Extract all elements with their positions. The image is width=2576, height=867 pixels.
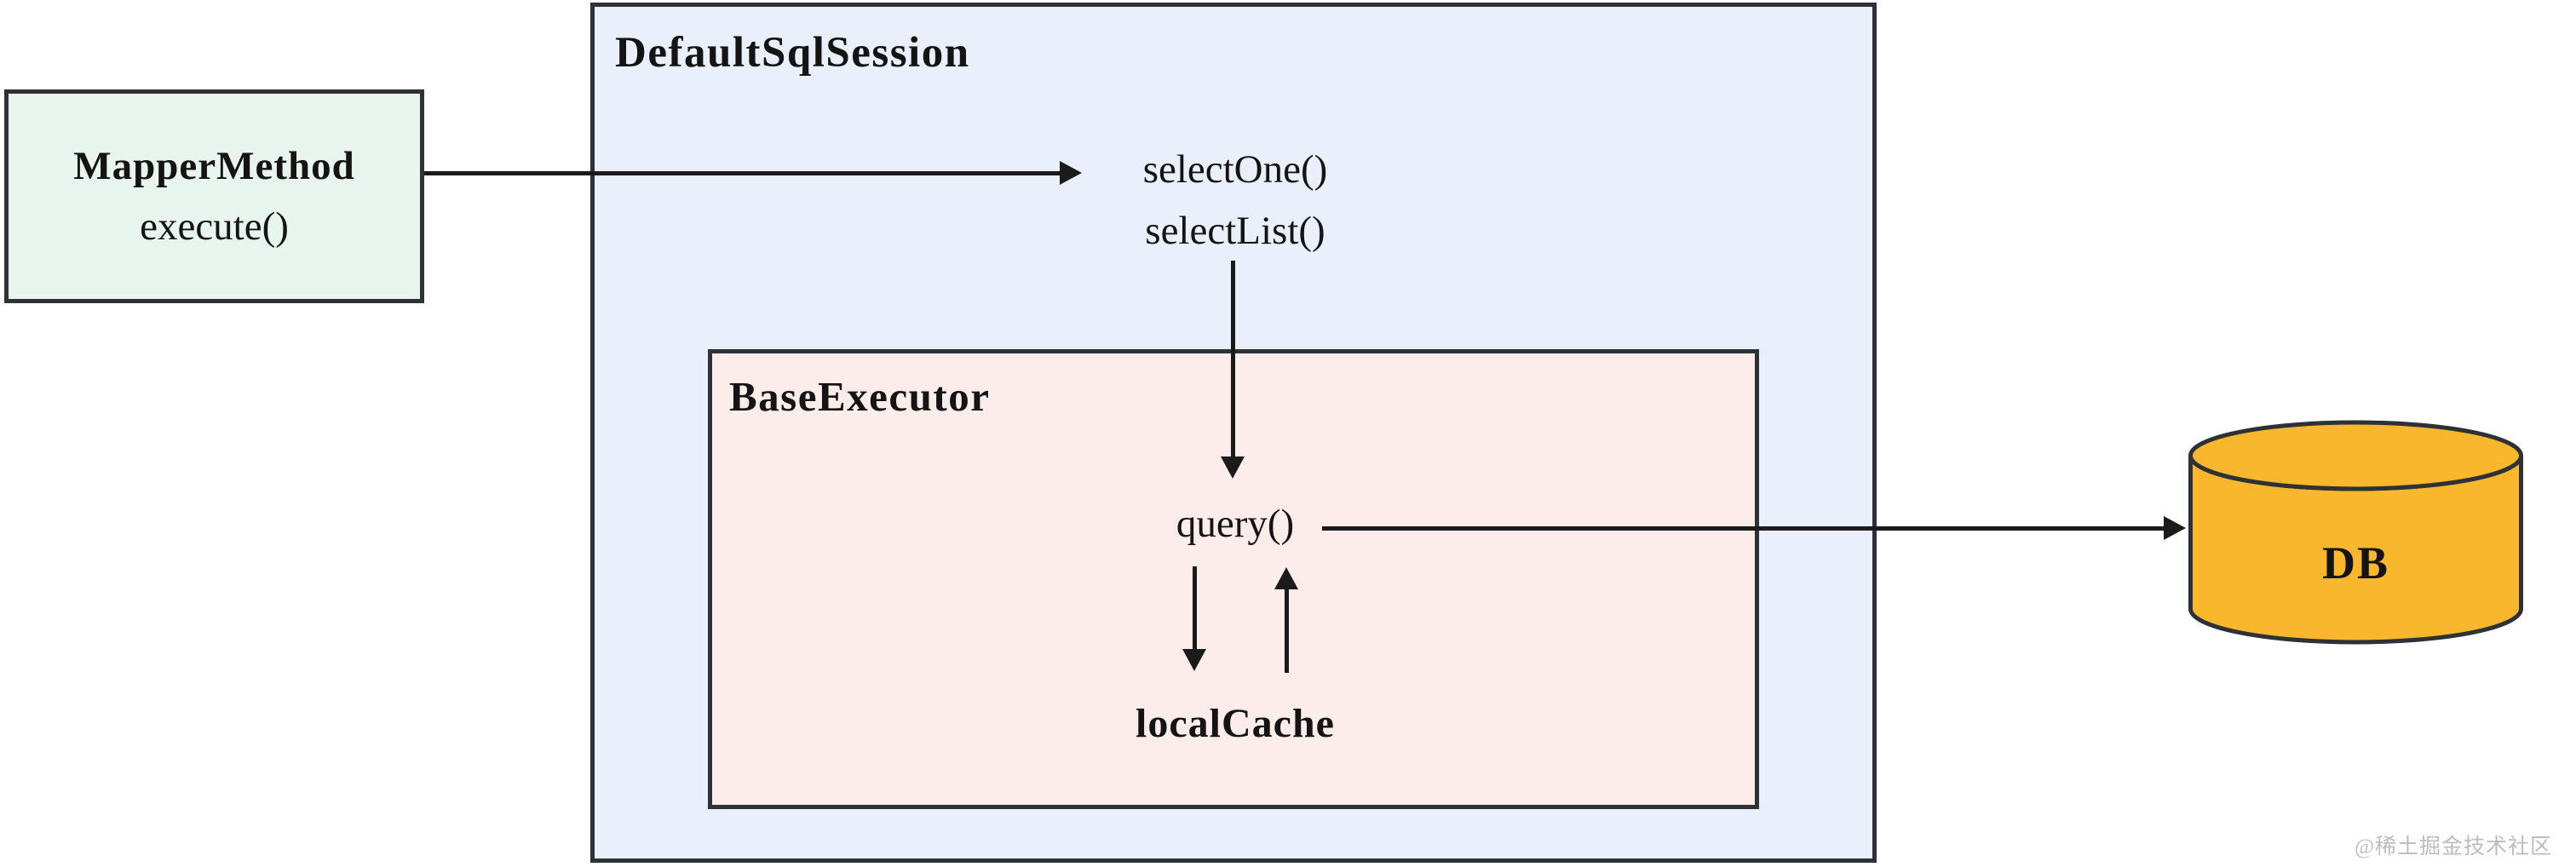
- base-executor-title: BaseExecutor: [729, 373, 991, 420]
- default-sql-session-title: DefaultSqlSession: [615, 29, 970, 77]
- arrow-line: [1322, 526, 2165, 531]
- database-cylinder-icon: [2188, 420, 2523, 645]
- arrow-line: [1193, 566, 1197, 652]
- arrow-line: [424, 171, 1061, 175]
- arrowhead-right-icon: [2164, 516, 2186, 540]
- mapper-method-title: MapperMethod: [73, 144, 355, 188]
- mapper-method-box: MapperMethod execute(): [4, 89, 424, 303]
- arrowhead-down-icon: [1182, 649, 1206, 671]
- arrowhead-up-icon: [1274, 567, 1298, 589]
- local-cache-label: localCache: [1136, 701, 1335, 746]
- arrowhead-right-icon: [1060, 161, 1082, 185]
- arrowhead-down-icon: [1221, 456, 1245, 479]
- mapper-execute-label: execute(): [140, 204, 289, 249]
- select-methods-label: selectOne() selectList(): [1099, 139, 1371, 261]
- watermark: @稀土掘金技术社区: [2354, 835, 2552, 858]
- select-one-label: selectOne(): [1142, 147, 1328, 192]
- db-label: DB: [2321, 537, 2389, 589]
- arrow-line: [1285, 588, 1289, 673]
- arrow-line: [1231, 261, 1235, 458]
- query-label: query(): [1176, 502, 1295, 546]
- select-list-label: selectList(): [1145, 209, 1325, 253]
